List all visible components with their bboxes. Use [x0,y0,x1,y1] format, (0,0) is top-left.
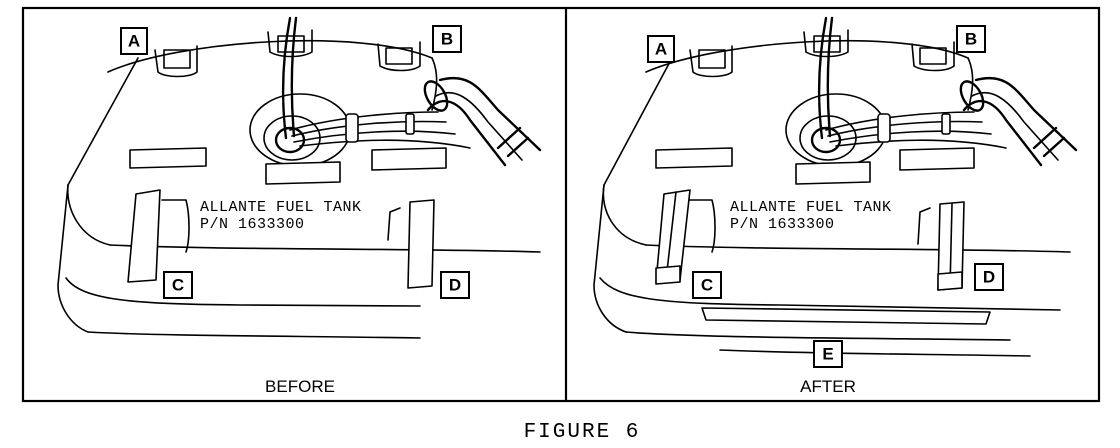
top-lug-mid-window-after [813,35,841,53]
line-clip-small [405,113,415,135]
svg-text:E: E [822,345,833,364]
strap-d-endcap-after [937,271,963,291]
tank-outer-left-edge-after [593,184,627,333]
svg-text:C: C [701,276,713,295]
tank-lower-line-2-after [599,277,1061,311]
tank-label-plate-right-after [899,147,975,171]
line-clip-after [877,113,891,143]
fuel-line-2-after [827,120,983,137]
top-lug-right-after [911,41,955,72]
strap-d [407,199,435,289]
wire-harness-vertical-after [817,16,828,140]
tank-lower-line-1 [109,244,541,253]
after-caption: AFTER [800,377,856,396]
label-c-after: C [692,271,722,299]
fuel-hose-end [423,80,449,112]
after-panel: ALLANTE FUEL TANK P/N 1633300 A B C D [593,16,1078,396]
label-e-after: E [813,340,843,368]
svg-text:D: D [983,268,995,287]
label-d-after: D [974,263,1004,291]
strap-c [127,189,161,283]
tank-marking-line1-after: ALLANTE FUEL TANK [730,199,892,216]
label-a-before: A [120,27,148,55]
fuel-line-1-after [825,111,975,131]
before-panel: ALLANTE FUEL TANK P/N 1633300 A B C D BE… [57,16,542,396]
top-lug-left-after [689,45,733,78]
hose-clamp-after [1032,126,1066,158]
top-lug-left [154,45,198,78]
fuel-line-2 [291,120,447,137]
figure-caption: FIGURE 6 [524,421,641,444]
tank-left-edge [67,57,139,246]
fuel-line-3 [293,130,456,143]
label-a-after: A [647,35,675,63]
tank-lower-line-4-after [719,349,1031,357]
strap-c-bracket [161,199,190,253]
top-lug-mid-after [803,29,849,58]
tank-label-plate-center-after [795,161,871,185]
strap-c-endcap-after [655,265,681,285]
tank-marking-line2: P/N 1633300 [200,216,305,233]
strap-d-bracket [387,207,401,241]
sender-inner-ring [274,126,306,154]
label-d-before: D [440,271,470,299]
label-b-after: B [956,25,986,53]
tank-marking-line2-after: P/N 1633300 [730,216,835,233]
top-lug-mid [267,29,313,58]
tank-marking-line1: ALLANTE FUEL TANK [200,199,362,216]
fuel-hose-stripe [435,91,523,161]
strap-c-bracket-after [687,199,716,253]
svg-text:A: A [655,40,667,59]
fuel-hose-end-after [959,80,985,112]
top-lug-right-window [385,47,413,65]
fuel-line-4-after [835,139,1007,149]
strap-c-fold-after [665,191,677,281]
fuel-line-4 [299,139,471,149]
wire-harness-vertical-2 [290,16,298,138]
before-caption: BEFORE [265,377,335,396]
svg-text:A: A [128,32,140,51]
svg-text:B: B [441,30,453,49]
wire-harness-vertical [281,16,292,140]
fuel-hose-upper [438,77,542,152]
hose-clamp [496,126,530,158]
fuel-hose-upper-after [974,77,1078,152]
tank-label-plate-center [265,161,341,185]
svg-text:B: B [965,30,977,49]
top-lug-mid-window [277,35,305,53]
line-clip [345,113,359,143]
tank-lower-line-1-after [645,244,1071,253]
tank-lower-line-3 [87,331,421,339]
top-lug-right-window-after [919,47,947,65]
figure-frame [21,6,1101,403]
tank-lower-line-2 [65,277,421,307]
tank-lower-line-3-after [625,331,1011,341]
svg-text:D: D [449,276,461,295]
fuel-line-3-after [829,130,992,143]
strap-d-bracket-after [917,207,931,245]
tank-label-plate-left-after [655,147,733,169]
top-lug-right [377,41,421,72]
fuel-line-1 [289,111,439,131]
tank-label-plate-left [129,147,207,169]
label-c-before: C [163,271,193,299]
top-lug-left-window [163,49,191,69]
sender-inner-ring-after [810,126,842,154]
strip-e [701,307,991,325]
svg-text:C: C [172,276,184,295]
top-lug-left-window-after [698,49,726,69]
tank-label-plate-right [371,147,447,171]
label-b-before: B [432,25,462,53]
tank-outer-left-edge [57,184,89,333]
line-clip-small-after [941,113,951,135]
fuel-hose-stripe-after [971,91,1059,161]
wire-harness-vertical-2-after [826,16,834,138]
